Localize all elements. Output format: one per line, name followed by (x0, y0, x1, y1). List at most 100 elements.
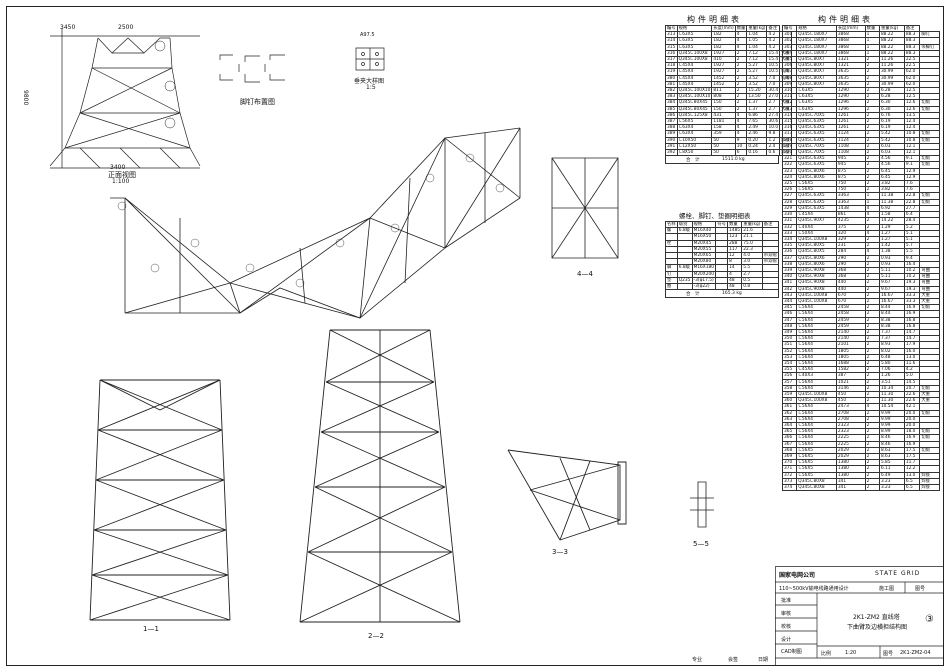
bom-left-cell: ∟8X50 (676, 149, 713, 157)
bom-left-cell: 0.6 (766, 149, 781, 157)
bom-right-cell: 2 (864, 384, 880, 393)
bom-right-cell: 2 (864, 99, 880, 107)
title-block: 国家电网公司 STATE GRID 110~500kV输电线路通用设计 施工图 … (775, 566, 944, 666)
bom-right-cell: 2 (864, 359, 880, 368)
bom-right-cell: 344 (781, 297, 798, 306)
bom-left-cell: Q345∟80X45 (676, 99, 713, 107)
bolt-cell: 8 (727, 258, 743, 266)
bom-left-cell: Q345∟100X10 (676, 93, 713, 101)
company-name: 国家电网公司 (779, 572, 816, 579)
bom-right-cell: 338 (781, 260, 798, 268)
bom-right-cell: 11.30 (878, 390, 905, 399)
bom-left-cell: 10.5 (766, 68, 781, 76)
bom-right-cell: 358 (781, 384, 798, 393)
bom-right-cell: 8.44 (878, 304, 905, 312)
bom-left-total-value: 1511.0 kg (722, 157, 745, 163)
dim-top-b: 2500 (118, 24, 134, 31)
bom-right-cell: 88.22 (878, 31, 905, 39)
bom-left-cell: 7.12 (746, 49, 768, 58)
bom-right-title: 构件明细表 (818, 15, 873, 24)
bolt-cell: M16X180 (691, 264, 717, 272)
bom-right-cell: 8.63 (878, 446, 905, 455)
bom-right-cell (919, 366, 940, 374)
bom-left-cell: 1.37 (746, 99, 768, 107)
bom-right-cell (919, 316, 940, 324)
bom-left-cell: 1.04 (746, 31, 768, 39)
bom-left-cell: 0.20 (746, 136, 768, 144)
bom-right-cell: 8.38 (878, 322, 905, 330)
bom-right-cell (919, 328, 940, 337)
bom-right-cell: 2 (864, 93, 880, 101)
bom-right-cell: 4 (864, 403, 880, 411)
bom-left-cell: 27.0 (766, 93, 781, 101)
bom-right-cell: 316 (781, 124, 798, 132)
dim-bottom: 3400 (110, 164, 126, 171)
bolt-cell: -3(φ22) (691, 283, 717, 291)
bolt-cell: 4 (727, 270, 743, 278)
clamp-detail-caption: 垂夹大样图 (354, 78, 385, 85)
bom-right-cell (919, 341, 940, 349)
bom-right-cell: 331 (781, 217, 798, 225)
bom-right-cell: 326 (781, 186, 798, 194)
bom-right-cell: 6.5 (903, 484, 921, 492)
role-design: 设计 (781, 637, 792, 643)
bom-left-cell: 808 (711, 93, 736, 101)
bom-left-cell: Q345∟125X8 (676, 111, 713, 120)
bolt-cell: M20X65 (691, 251, 717, 260)
bom-right-cell: 374 (781, 484, 798, 492)
bolt-cell (676, 270, 693, 278)
bom-right-cell: 365 (781, 428, 798, 436)
bom-right-cell: 2 (864, 118, 880, 126)
bolt-header-cell: 备注 (761, 220, 780, 229)
bom-right-cell: 350 (781, 335, 798, 343)
bolt-cell: M20X80 (691, 258, 717, 266)
bom-right-cell: 14.22 (878, 217, 905, 225)
bom-right-cell: 342 (781, 285, 798, 293)
bom-right-cell: 330 (781, 211, 798, 219)
bom-left-total-label: 合 计 (686, 158, 700, 164)
bom-right-cell: 5.80 (878, 359, 905, 368)
bom-right-cell: 切角 (919, 428, 940, 436)
section-1-1-caption: 1—1 (143, 625, 159, 633)
sheet-frame (6, 6, 944, 666)
bom-right-cell (919, 68, 940, 76)
bom-right-cell: 2 (864, 304, 880, 312)
bom-right-cell: 88.22 (878, 49, 905, 58)
bom-right-cell: 339 (781, 266, 798, 275)
bom-right-cell: 5.11 (878, 266, 905, 275)
bom-right-cell: 335 (781, 242, 798, 250)
bom-right-cell: 2 (864, 446, 880, 455)
bom-left-cell: Q345∟100X10 (676, 87, 713, 95)
bom-left-cell: 15.20 (746, 87, 768, 95)
bom-left-cell: 150 (711, 105, 736, 113)
bom-left-cell: 7.0 (766, 80, 781, 89)
bom-right-cell: 2 (864, 273, 880, 281)
bom-right-cell: 322 (781, 161, 798, 169)
bom-right-cell (919, 359, 940, 368)
bom-right-cell: 9.99 (878, 409, 905, 417)
section-2-2-caption: 2—2 (368, 632, 384, 640)
bom-right-cell: 341 (781, 279, 798, 287)
bom-left-cell: Q345∟100X8 (676, 55, 713, 64)
bom-right-cell: 8.99 (878, 428, 905, 436)
bom-left-cell: 1452 (711, 74, 736, 82)
bom-right-cell: 2 (864, 434, 880, 442)
bom-right-cell: 切角 (919, 130, 940, 138)
